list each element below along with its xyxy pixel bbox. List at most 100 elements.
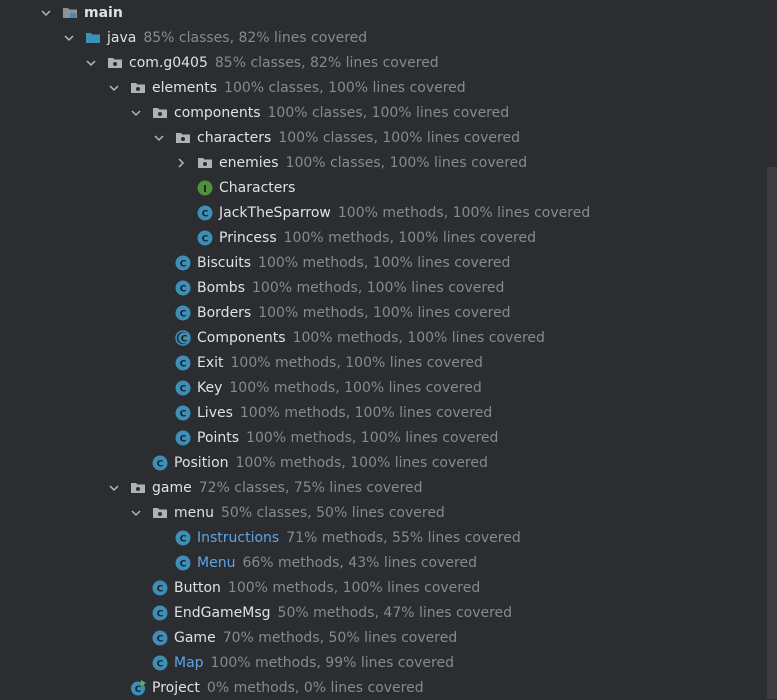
svg-text:C: C xyxy=(157,634,164,644)
tree-item-name: com.g0405 xyxy=(129,54,208,71)
tree-item-name: enemies xyxy=(219,154,279,171)
tree-item-name: elements xyxy=(152,79,218,96)
coverage-summary: 0% methods, 0% lines covered xyxy=(206,679,424,696)
svg-text:I: I xyxy=(203,184,207,195)
coverage-summary: 100% methods, 100% lines covered xyxy=(292,329,545,346)
vertical-scrollbar[interactable] xyxy=(767,167,777,699)
chevron-down-icon[interactable] xyxy=(40,7,52,19)
chevron-down-icon[interactable] xyxy=(130,107,142,119)
gutter xyxy=(766,0,767,699)
chevron-down-icon[interactable] xyxy=(153,132,165,144)
tree-row-com-g0405[interactable]: com.g0405 85% classes, 82% lines covered xyxy=(0,50,777,75)
tree-row-elements[interactable]: elements 100% classes, 100% lines covered xyxy=(0,75,777,100)
class-icon: C xyxy=(152,580,168,596)
coverage-summary: 100% methods, 100% lines covered xyxy=(230,354,483,371)
chevron-spacer xyxy=(153,382,165,394)
coverage-summary: 72% classes, 75% lines covered xyxy=(198,479,423,496)
tree-item-name: Button xyxy=(174,579,221,596)
chevron-down-icon[interactable] xyxy=(130,507,142,519)
package-icon xyxy=(130,480,146,496)
coverage-summary: 50% methods, 47% lines covered xyxy=(277,604,513,621)
tree-row-game[interactable]: game 72% classes, 75% lines covered xyxy=(0,475,777,500)
module-folder-icon xyxy=(62,5,78,21)
class-icon: C xyxy=(175,555,191,571)
tree-item-name: Lives xyxy=(197,404,233,421)
svg-text:C: C xyxy=(157,659,164,669)
package-icon xyxy=(197,155,213,171)
coverage-summary: 100% classes, 100% lines covered xyxy=(224,79,466,96)
tree-item-name: Instructions xyxy=(197,529,280,546)
chevron-spacer xyxy=(153,532,165,544)
chevron-spacer xyxy=(153,282,165,294)
tree-row-button[interactable]: C Button 100% methods, 100% lines covered xyxy=(0,575,777,600)
chevron-down-icon[interactable] xyxy=(108,482,120,494)
package-icon xyxy=(152,505,168,521)
tree-item-name: Points xyxy=(197,429,240,446)
chevron-spacer xyxy=(153,357,165,369)
coverage-summary: 100% methods, 100% lines covered xyxy=(283,229,536,246)
chevron-spacer xyxy=(175,207,187,219)
tree-row-menu[interactable]: C Menu 66% methods, 43% lines covered xyxy=(0,550,777,575)
class-icon: C xyxy=(152,655,168,671)
coverage-summary: 100% methods, 100% lines covered xyxy=(227,579,481,596)
chevron-spacer xyxy=(130,657,142,669)
class-icon: C xyxy=(175,380,191,396)
tree-item-name: JackTheSparrow xyxy=(219,204,331,221)
package-icon xyxy=(152,105,168,121)
tree-row-main[interactable]: main xyxy=(0,0,777,25)
class-icon: C xyxy=(175,255,191,271)
tree-item-name: game xyxy=(152,479,192,496)
chevron-spacer xyxy=(153,307,165,319)
tree-row-characters[interactable]: I Characters xyxy=(0,175,777,200)
svg-text:C: C xyxy=(180,359,187,369)
chevron-down-icon[interactable] xyxy=(63,32,75,44)
svg-text:C: C xyxy=(202,209,209,219)
svg-text:C: C xyxy=(157,459,164,469)
coverage-summary: 85% classes, 82% lines covered xyxy=(214,54,439,71)
chevron-spacer xyxy=(153,407,165,419)
coverage-summary: 66% methods, 43% lines covered xyxy=(242,554,477,571)
tree-item-name: Components xyxy=(197,329,286,346)
chevron-down-icon[interactable] xyxy=(108,82,120,94)
chevron-spacer xyxy=(130,632,142,644)
tree-item-name: Key xyxy=(197,379,223,396)
tree-item-name: Menu xyxy=(197,554,236,571)
class-icon: C xyxy=(175,305,191,321)
class-icon: C xyxy=(175,280,191,296)
tree-item-name: Characters xyxy=(219,179,296,196)
chevron-spacer xyxy=(130,457,142,469)
class-icon: C xyxy=(175,530,191,546)
svg-text:C: C xyxy=(180,384,187,394)
chevron-right-icon[interactable] xyxy=(175,157,187,169)
chevron-spacer xyxy=(153,432,165,444)
class-icon: C xyxy=(197,205,213,221)
class-icon: C xyxy=(152,630,168,646)
class-icon: C xyxy=(152,455,168,471)
package-icon xyxy=(107,55,123,71)
chevron-down-icon[interactable] xyxy=(85,57,97,69)
svg-text:C: C xyxy=(180,434,187,444)
source-folder-icon xyxy=(85,30,101,46)
coverage-summary: 50% classes, 50% lines covered xyxy=(221,504,445,521)
